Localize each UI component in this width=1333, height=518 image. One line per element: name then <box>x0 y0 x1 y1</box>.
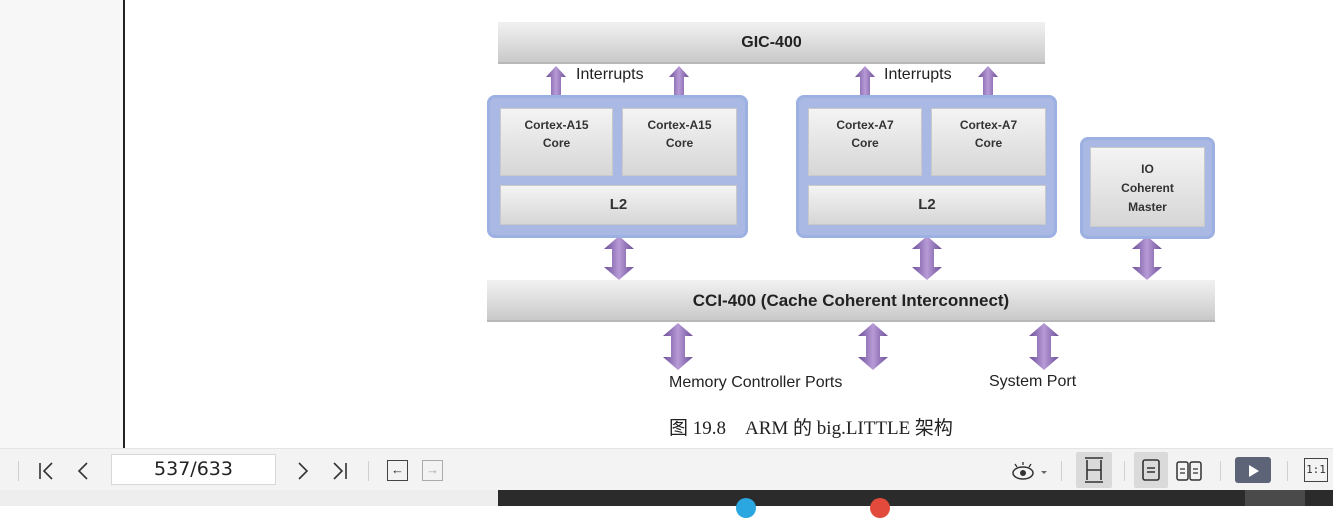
a7-core-1: Cortex-A7 Core <box>808 108 922 176</box>
system-port-arrow <box>1029 323 1059 370</box>
two-page-icon[interactable] <box>1173 449 1205 491</box>
memory-port-arrow-2 <box>858 323 888 370</box>
io-label-line: IO <box>1141 162 1154 176</box>
play-icon[interactable] <box>1235 457 1271 483</box>
core-name: Cortex-A15 <box>524 118 589 132</box>
io-coherent-master: IO Coherent Master <box>1090 147 1205 227</box>
taskbar-active-app[interactable] <box>1245 490 1305 506</box>
toolbar-separator <box>1220 461 1221 481</box>
gic-400-bar <box>498 22 1045 64</box>
core-sub: Core <box>974 136 1003 150</box>
a15-core-1: Cortex-A15 Core <box>500 108 613 176</box>
interrupts-label-left: Interrupts <box>576 66 644 83</box>
document-viewer: GIC-400 Interrupts Interrupts Cortex-A15… <box>0 0 1215 448</box>
eye-icon[interactable] <box>1010 449 1050 491</box>
memory-port-arrow-1 <box>663 323 693 370</box>
a15-cci-arrow <box>604 236 634 280</box>
figure-caption: 图 19.8 ARM 的 big.LITTLE 架构 <box>669 418 953 439</box>
single-page-icon[interactable] <box>1134 452 1168 488</box>
core-name: Cortex-A15 <box>647 118 712 132</box>
toolbar-separator <box>1287 461 1288 481</box>
a7-cci-arrow <box>912 236 942 280</box>
back-icon[interactable]: ← <box>387 460 408 481</box>
a7-l2-cache: L2 <box>808 185 1046 225</box>
core-name: Cortex-A7 <box>959 118 1018 132</box>
prev-page-icon[interactable] <box>73 449 93 491</box>
sidebar-divider[interactable] <box>123 0 125 448</box>
next-page-icon[interactable] <box>293 449 313 491</box>
taskbar-app-area <box>498 490 1333 518</box>
page-number-input[interactable]: 537/633 <box>111 454 276 485</box>
core-sub: Core <box>665 136 694 150</box>
memory-ports-label: Memory Controller Ports <box>669 374 843 391</box>
a15-core-2: Cortex-A15 Core <box>622 108 737 176</box>
core-name: Cortex-A7 <box>836 118 894 132</box>
core-sub: Core <box>542 136 571 150</box>
a15-l2-cache: L2 <box>500 185 737 225</box>
reader-toolbar: 537/633 ← → 1:1 <box>0 448 1333 490</box>
io-label-line: Master <box>1128 200 1167 214</box>
interrupt-arrow-2 <box>669 66 689 104</box>
first-page-icon[interactable] <box>36 449 58 491</box>
core-sub: Core <box>851 136 879 150</box>
taskbar-app-icon[interactable] <box>736 498 756 518</box>
interrupt-arrow-3 <box>855 66 875 104</box>
io-cci-arrow <box>1132 236 1162 280</box>
gic-label: GIC-400 <box>741 34 802 51</box>
a7-core-2: Cortex-A7 Core <box>931 108 1046 176</box>
actual-size-icon[interactable]: 1:1 <box>1304 458 1328 482</box>
interrupt-arrow-1 <box>546 66 566 104</box>
system-port-label: System Port <box>989 373 1077 390</box>
toolbar-separator <box>1061 461 1062 481</box>
toolbar-separator <box>1124 461 1125 481</box>
toolbar-separator <box>18 461 19 481</box>
diagram-arrows <box>546 66 1162 370</box>
last-page-icon[interactable] <box>328 449 350 491</box>
cci-400-bar <box>487 280 1215 322</box>
cci-label: CCI-400 (Cache Coherent Interconnect) <box>692 291 1010 310</box>
interrupt-arrow-4 <box>978 66 998 104</box>
thumbnail-sidebar[interactable] <box>0 0 123 448</box>
forward-icon[interactable]: → <box>422 460 443 481</box>
taskbar-app-icon[interactable] <box>870 498 890 518</box>
interrupts-label-right: Interrupts <box>884 66 952 83</box>
io-label-line: Coherent <box>1121 181 1174 195</box>
toolbar-separator <box>368 461 369 481</box>
big-little-diagram: GIC-400 Interrupts Interrupts Cortex-A15… <box>487 22 1215 439</box>
fit-height-button[interactable] <box>1076 452 1112 488</box>
